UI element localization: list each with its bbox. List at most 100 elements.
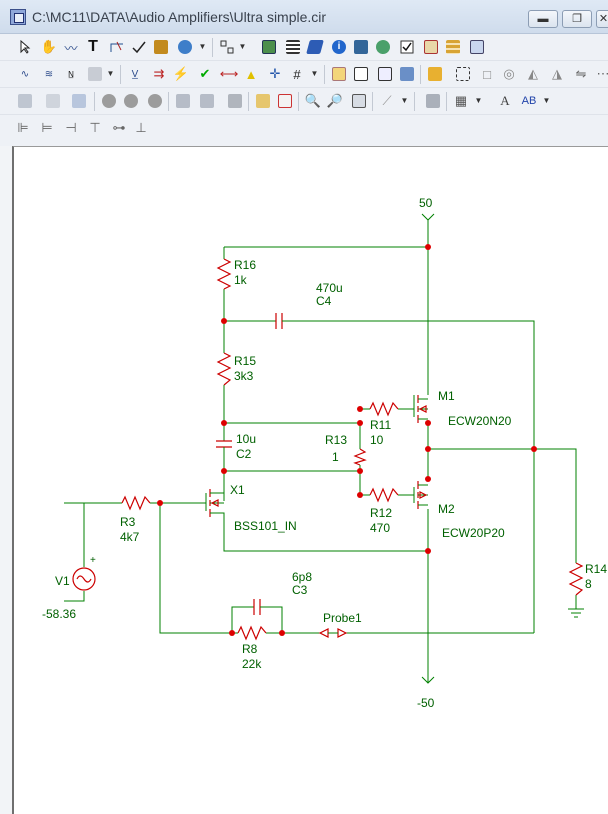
font-icon[interactable]: A <box>500 93 510 108</box>
flag-icon[interactable] <box>306 38 324 56</box>
select-box-icon[interactable] <box>426 65 444 83</box>
find-icon[interactable] <box>254 92 272 110</box>
power-icon[interactable]: ⚡ <box>172 66 190 81</box>
more-options-icon[interactable] <box>146 92 164 110</box>
voltage-source-v1[interactable]: + V1 -58.36 <box>42 555 96 621</box>
list-icon[interactable] <box>444 38 462 56</box>
document-icon[interactable] <box>422 38 440 56</box>
chevron-down-icon[interactable]: ▼ <box>238 42 247 51</box>
clear-icon[interactable] <box>276 92 294 110</box>
mosfet-m2[interactable]: M2 ECW20P20 <box>413 481 505 540</box>
chevron-down-icon[interactable]: ▼ <box>474 96 483 105</box>
grid-toggle-icon[interactable]: # <box>293 66 301 82</box>
chevron-down-icon[interactable]: ▼ <box>198 42 207 51</box>
resistor-r8[interactable]: R8 22k <box>237 625 267 671</box>
align-right-icon[interactable]: ⊣ <box>65 120 77 135</box>
warning-icon[interactable]: ▲ <box>244 66 258 82</box>
c2-name: C2 <box>236 447 252 461</box>
pan-hand-icon[interactable]: ✋ <box>40 39 58 54</box>
capacitor-c3[interactable]: 6p8 C3 <box>253 570 312 615</box>
rotate-icon[interactable] <box>454 65 472 83</box>
minimize-button[interactable]: ▬ <box>528 10 558 28</box>
node-icon[interactable] <box>218 38 236 56</box>
resistor-r15[interactable]: R15 3k3 <box>216 352 256 386</box>
globe-icon[interactable] <box>374 38 392 56</box>
box-icon[interactable] <box>424 92 442 110</box>
resistor-r14[interactable]: R14 8 <box>568 562 607 618</box>
rotate-right-icon[interactable]: ⇋ <box>575 66 587 81</box>
schematic-canvas[interactable]: 50 -50 R16 1k R15 3k3 R11 10 R13 1 <box>12 146 608 814</box>
align-left-icon[interactable]: ⊫ <box>17 120 29 135</box>
capacitor-c4[interactable]: 470u C4 <box>275 281 343 329</box>
grid-view-icon[interactable]: ▦ <box>454 93 468 108</box>
transistor-x1[interactable]: X1 BSS101_IN <box>205 479 297 533</box>
pin-icon[interactable]: ⟷ <box>219 66 239 81</box>
style-icon[interactable]: AB <box>521 95 537 107</box>
picture-icon[interactable] <box>260 38 278 56</box>
more-icon[interactable]: ⋯ <box>596 66 608 81</box>
align-middle-icon[interactable]: ⊶ <box>112 120 126 135</box>
resistor-r16[interactable]: R16 1k <box>216 258 256 290</box>
info-icon[interactable]: i <box>330 38 348 56</box>
stop-icon[interactable] <box>100 92 118 110</box>
wire-icon[interactable]: 〰 <box>64 40 78 56</box>
cut-icon[interactable] <box>16 92 34 110</box>
voltage-icon[interactable]: V̲ <box>131 68 139 80</box>
capacitor-c2[interactable]: 10u C2 <box>216 432 256 461</box>
title-bar: C:\MC11\DATA\Audio Amplifiers\Ultra simp… <box>0 0 608 34</box>
zoom-out-icon[interactable]: 🔎 <box>326 93 344 108</box>
chevron-down-icon[interactable]: ▼ <box>400 96 409 105</box>
align-icon[interactable]: ◭ <box>528 66 538 81</box>
chevron-down-icon[interactable]: ▼ <box>542 96 551 105</box>
mirror-icon[interactable]: □ <box>483 66 491 82</box>
text-tool-icon[interactable]: T <box>88 38 98 55</box>
flip-icon[interactable]: ◎ <box>503 66 515 81</box>
chevron-down-icon[interactable]: ▼ <box>106 69 115 78</box>
grid-icon[interactable] <box>86 65 104 83</box>
bus-icon[interactable] <box>152 38 170 56</box>
resistor-r11[interactable]: R11 10 <box>369 401 399 447</box>
probe1[interactable]: Probe1 <box>318 611 362 638</box>
copy-icon[interactable] <box>44 92 62 110</box>
edit-icon[interactable] <box>468 38 486 56</box>
zoom-in-icon[interactable]: 🔍 <box>304 93 322 108</box>
help-icon[interactable] <box>352 38 370 56</box>
resistor-r12[interactable]: R12 470 <box>369 487 399 535</box>
current-icon[interactable]: ⇉ <box>153 66 165 81</box>
chevron-down-icon[interactable]: ▼ <box>310 69 319 78</box>
align-bottom-icon[interactable]: ⊥ <box>135 120 147 135</box>
waveform-icon[interactable]: ≋ <box>44 68 54 80</box>
condition-icon[interactable]: ✔ <box>199 66 211 81</box>
wire-mode-icon[interactable] <box>108 38 126 56</box>
align-center-icon[interactable]: ⊨ <box>41 120 53 135</box>
page-icon[interactable] <box>330 65 348 83</box>
mosfet-m1[interactable]: M1 ECW20N20 <box>413 389 512 428</box>
maximize-button[interactable]: ❐ <box>562 10 592 28</box>
zoom-fit-icon[interactable] <box>350 92 368 110</box>
component-icon[interactable] <box>176 38 194 56</box>
text-display-icon[interactable]: ∿ <box>20 68 30 80</box>
align-top-icon[interactable]: ⊤ <box>89 120 101 135</box>
c2-value: 10u <box>236 432 256 446</box>
cancel-icon[interactable] <box>122 92 140 110</box>
node-numbers-icon[interactable]: N̲ <box>68 69 74 79</box>
ungroup-icon[interactable] <box>198 92 216 110</box>
border-icon[interactable] <box>352 65 370 83</box>
m1-name: M1 <box>438 389 455 403</box>
checkbox-icon[interactable] <box>398 38 416 56</box>
check-icon[interactable] <box>130 38 148 56</box>
resistor-r3[interactable]: R3 4k7 <box>120 495 151 544</box>
table-icon[interactable] <box>284 38 302 56</box>
paste-icon[interactable] <box>70 92 88 110</box>
r13-name: R13 <box>325 433 347 447</box>
title-block-icon[interactable] <box>376 65 394 83</box>
resistor-r13[interactable]: R13 1 <box>325 433 367 466</box>
crosshair-icon[interactable]: ✛ <box>269 66 281 81</box>
clipboard-icon[interactable] <box>226 92 244 110</box>
select-arrow-icon[interactable] <box>16 38 34 56</box>
probe-icon[interactable]: ⟋ <box>382 93 392 108</box>
group-icon[interactable] <box>174 92 192 110</box>
flip-horizontal-icon[interactable]: ◮ <box>552 66 562 81</box>
close-button[interactable]: ✕ <box>596 10 608 28</box>
properties-icon[interactable] <box>398 65 416 83</box>
